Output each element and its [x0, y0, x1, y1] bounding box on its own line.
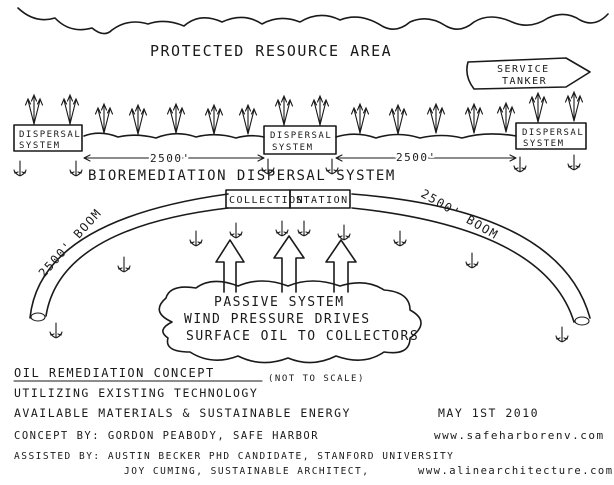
dispersal-label-1: DISPERSAL	[522, 128, 584, 138]
joy-credit: JOY CUMING, SUSTAINABLE ARCHITECT,	[124, 466, 369, 477]
boom-label-right: 2500' BOOM	[419, 186, 502, 242]
concept-title: OIL REMEDIATION CONCEPT	[14, 366, 215, 380]
dispersal-label-1: DISPERSAL	[19, 130, 81, 140]
protected-area-label: PROTECTED RESOURCE AREA	[150, 42, 392, 60]
assisted-by: ASSISTED BY: AUSTIN BECKER PHD CANDIDATE…	[14, 451, 454, 462]
dispersal-label-2: SYSTEM	[19, 141, 61, 151]
boom-label-left: 2500' BOOM	[36, 206, 105, 280]
boom-left	[29, 193, 229, 319]
dispersal-line	[83, 132, 265, 139]
tanker-icon	[466, 57, 591, 90]
dispersal-system-left: DISPERSAL SYSTEM	[13, 124, 83, 152]
boom-right	[351, 193, 591, 319]
notes-line2: AVAILABLE MATERIALS & SUSTAINABLE ENERGY	[14, 406, 351, 420]
dispersal-system-center: DISPERSAL SYSTEM	[263, 125, 337, 155]
distance-label-left: 2500'	[150, 152, 191, 165]
concept-url: www.safeharborenv.com	[434, 429, 605, 442]
service-tanker-label-2: TANKER	[502, 76, 547, 87]
passive-system-line1: PASSIVE SYSTEM	[214, 295, 345, 310]
wind-arrow-icon	[215, 235, 357, 293]
not-to-scale-label: (NOT TO SCALE)	[268, 374, 365, 384]
service-tanker-label-1: SERVICE	[497, 64, 550, 75]
shoreline-shape	[17, 7, 609, 35]
dispersal-system-right: DISPERSAL SYSTEM	[515, 122, 587, 150]
cloud-shape	[158, 280, 422, 364]
collection-label: COLLECTION	[229, 195, 304, 206]
distance-label-right: 2500'	[396, 151, 437, 164]
dispersal-label-1: DISPERSAL	[270, 131, 332, 141]
collection-station: COLLECTION STATION	[225, 189, 351, 209]
notes-date: MAY 1ST 2010	[438, 406, 539, 420]
dispersal-arrow-icon	[24, 91, 584, 135]
notes-line1: UTILIZING EXISTING TECHNOLOGY	[14, 386, 258, 400]
station-label: STATION	[296, 195, 349, 206]
dispersal-label-2: SYSTEM	[272, 143, 314, 153]
concept-by: CONCEPT BY: GORDON PEABODY, SAFE HARBOR	[14, 430, 319, 442]
joy-url: www.alinearchitecture.com	[418, 465, 614, 477]
bioremediation-label: BIOREMEDIATION DISPERSAL SYSTEM	[88, 168, 396, 184]
passive-system-line2: WIND PRESSURE DRIVES	[184, 312, 371, 327]
dispersal-label-2: SYSTEM	[523, 139, 565, 149]
passive-system-line3: SURFACE OIL TO COLLECTORS	[186, 329, 419, 344]
